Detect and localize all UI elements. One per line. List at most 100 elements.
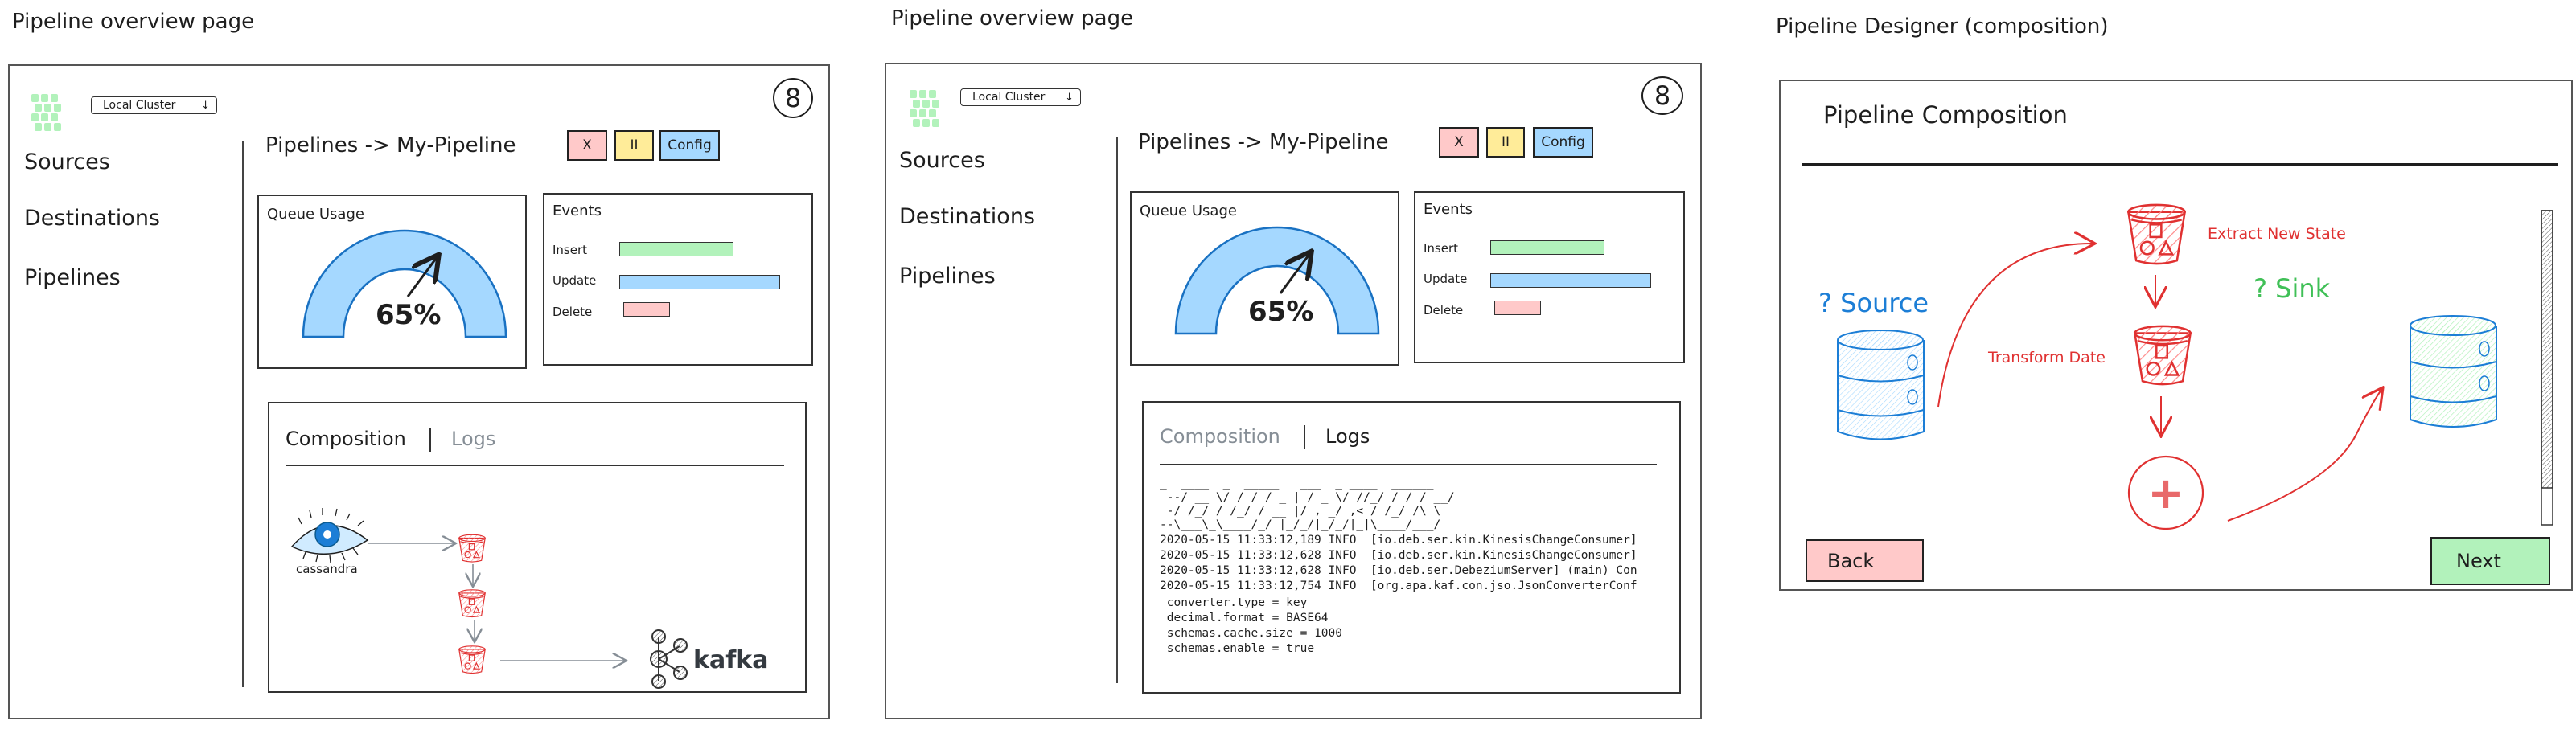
designer-title: Pipeline Composition (1823, 101, 2068, 129)
sidebar-divider (1116, 137, 1118, 683)
event-bar-insert (1490, 240, 1604, 255)
page-label: Pipeline overview page (891, 6, 1134, 31)
next-button[interactable]: Next (2430, 537, 2550, 585)
tab-composition[interactable]: Composition (1160, 425, 1280, 448)
breadcrumb: Pipelines -> My-Pipeline (1138, 130, 1389, 154)
avatar-glyph: 8 (1654, 80, 1671, 111)
cassandra-eye-icon[interactable] (290, 508, 369, 563)
step-label-transform: Transform Date (1988, 349, 2106, 367)
config-button[interactable]: Config (659, 130, 720, 161)
canvas-scrollbar[interactable] (2541, 210, 2553, 526)
page-label: Pipeline Designer (composition) (1776, 14, 2109, 39)
gauge-needle (406, 256, 438, 297)
back-button[interactable]: Back (1806, 539, 1924, 582)
log-line: 2020-05-15 11:33:12,189 INFO [io.deb.ser… (1160, 534, 1637, 547)
stop-button[interactable]: X (567, 130, 607, 161)
sink-database-icon[interactable] (2410, 315, 2497, 428)
event-bar-insert (619, 242, 733, 256)
page-label: Pipeline overview page (12, 10, 255, 34)
log-banner-line: --\___\_\____/_/ |_/_/|_/_/|_|\____/___/ (1160, 518, 1441, 531)
cluster-dropdown-value: Local Cluster (972, 91, 1046, 104)
log-line: schemas.cache.size = 1000 (1160, 627, 1342, 640)
transform-step-bucket-icon[interactable] (2134, 325, 2192, 386)
log-line: schemas.enable = true (1160, 642, 1315, 655)
tab-separator (1304, 425, 1305, 449)
events-card: Events Insert Update Delete (543, 193, 813, 366)
queue-usage-card: Queue Usage 65% (1130, 191, 1399, 366)
pipeline-detail-card: Composition Logs _ ____ _ _____ ___ _ __… (1142, 401, 1681, 694)
app-window (885, 63, 1702, 719)
gauge-needle (1279, 253, 1310, 294)
step-label-extract: Extract New State (2208, 225, 2346, 243)
log-line: 2020-05-15 11:33:12,628 INFO [io.deb.ser… (1160, 549, 1637, 562)
source-database-icon[interactable] (1837, 330, 1925, 440)
app-logo-icon (910, 90, 939, 127)
flow-arrow (2227, 387, 2383, 522)
events-card: Events Insert Update Delete (1414, 191, 1685, 363)
event-bar-update (619, 275, 780, 289)
tab-logs[interactable]: Logs (451, 428, 496, 450)
tab-underline (286, 465, 784, 466)
event-bar-update (1490, 273, 1651, 288)
add-step-button[interactable]: + (2127, 455, 2204, 530)
log-line: 2020-05-15 11:33:12,754 INFO [org.apa.ka… (1160, 580, 1637, 592)
scrollbar-thumb[interactable] (2541, 210, 2553, 489)
pause-button[interactable]: II (614, 130, 654, 161)
cluster-dropdown[interactable]: Local Cluster ↓ (960, 88, 1081, 106)
queue-usage-gauge (302, 229, 507, 338)
user-avatar[interactable]: 8 (1641, 76, 1683, 115)
log-banner-line: -/ /_/ / /_/ / __ |/ , _/ ,< / /_/ /\ \ (1160, 505, 1441, 518)
composition-diagram (290, 508, 688, 689)
sidebar-divider (242, 141, 244, 687)
log-banner-line: --/ __ \/ / / / _ | / _ \/ //_/ / / / __… (1160, 491, 1455, 504)
event-label-delete: Delete (1424, 303, 1464, 317)
sidebar-item-sources[interactable]: Sources (899, 148, 985, 173)
extract-step-bucket-icon[interactable] (2127, 203, 2186, 265)
pause-button[interactable]: II (1486, 127, 1525, 158)
event-bar-delete (1494, 301, 1541, 315)
log-line: decimal.format = BASE64 (1160, 612, 1329, 625)
plus-icon: + (2147, 468, 2184, 518)
sink-label-kafka: kafka (693, 646, 769, 674)
queue-usage-value: 65% (1248, 296, 1314, 328)
user-avatar[interactable]: 8 (773, 78, 813, 118)
cluster-dropdown-value: Local Cluster (103, 99, 176, 112)
designer-window (1779, 80, 2573, 591)
sidebar-item-pipelines[interactable]: Pipelines (24, 265, 121, 290)
tab-underline (1160, 464, 1657, 465)
flow-arrow (1937, 244, 2095, 408)
chevron-down-icon: ↓ (201, 99, 210, 112)
kafka-logo-icon[interactable] (650, 629, 688, 689)
app-window (8, 64, 830, 719)
queue-usage-title: Queue Usage (1140, 203, 1237, 219)
sink-placeholder-label: ? Sink (2253, 273, 2331, 304)
tab-separator (429, 428, 431, 452)
queue-usage-title: Queue Usage (267, 206, 364, 223)
sidebar-item-sources[interactable]: Sources (24, 149, 110, 174)
queue-usage-value: 65% (376, 299, 442, 331)
log-line: converter.type = key (1160, 596, 1308, 609)
chevron-down-icon: ↓ (1065, 91, 1074, 104)
pipeline-detail-card: Composition Logs cassandra kafka (268, 402, 807, 693)
stop-button[interactable]: X (1439, 127, 1479, 158)
source-label-cassandra: cassandra (296, 562, 358, 576)
config-button[interactable]: Config (1533, 127, 1593, 158)
event-bar-delete (623, 302, 670, 317)
event-label-update: Update (1424, 272, 1468, 286)
sidebar-item-destinations[interactable]: Destinations (24, 206, 161, 231)
log-banner-line: _ ____ _ _____ ___ _ ____ ______ (1160, 477, 1434, 490)
log-line: 2020-05-15 11:33:12,628 INFO [io.deb.ser… (1160, 564, 1637, 577)
tab-logs[interactable]: Logs (1325, 425, 1370, 448)
title-divider (1802, 163, 2558, 166)
events-title: Events (1424, 201, 1473, 218)
cluster-dropdown[interactable]: Local Cluster ↓ (91, 96, 217, 114)
app-logo-icon (31, 94, 61, 131)
sidebar-item-pipelines[interactable]: Pipelines (899, 264, 996, 289)
tab-composition[interactable]: Composition (286, 428, 406, 450)
event-label-update: Update (553, 273, 597, 288)
event-label-insert: Insert (553, 243, 588, 257)
sidebar-item-destinations[interactable]: Destinations (899, 204, 1036, 229)
event-label-insert: Insert (1424, 241, 1459, 256)
events-title: Events (553, 203, 602, 219)
